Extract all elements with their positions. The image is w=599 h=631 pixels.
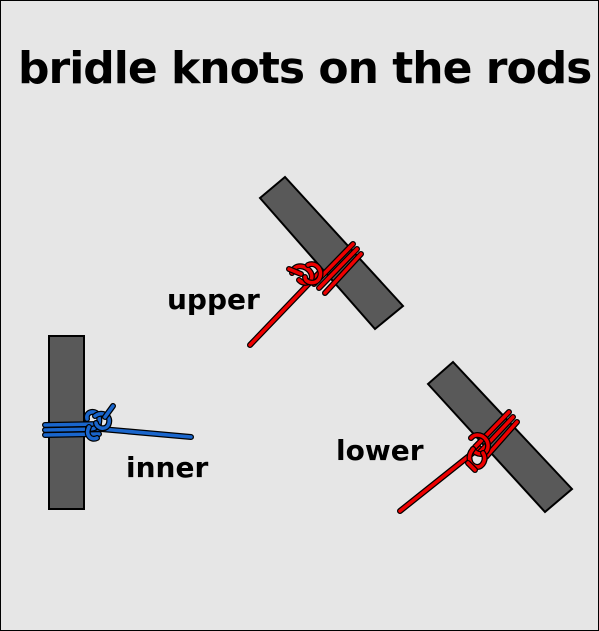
inner-rod-group bbox=[42, 335, 194, 510]
label-lower: lower bbox=[336, 434, 424, 467]
upper-knot bbox=[247, 241, 364, 348]
diagram-title: bridle knots on the rods bbox=[18, 43, 592, 94]
upper-rod bbox=[258, 175, 405, 331]
upper-rod-group bbox=[247, 175, 405, 348]
label-upper: upper bbox=[167, 283, 260, 316]
lower-knot bbox=[397, 409, 520, 514]
label-inner: inner bbox=[126, 451, 209, 484]
lower-rod-group bbox=[397, 360, 574, 514]
inner-knot bbox=[42, 403, 194, 442]
